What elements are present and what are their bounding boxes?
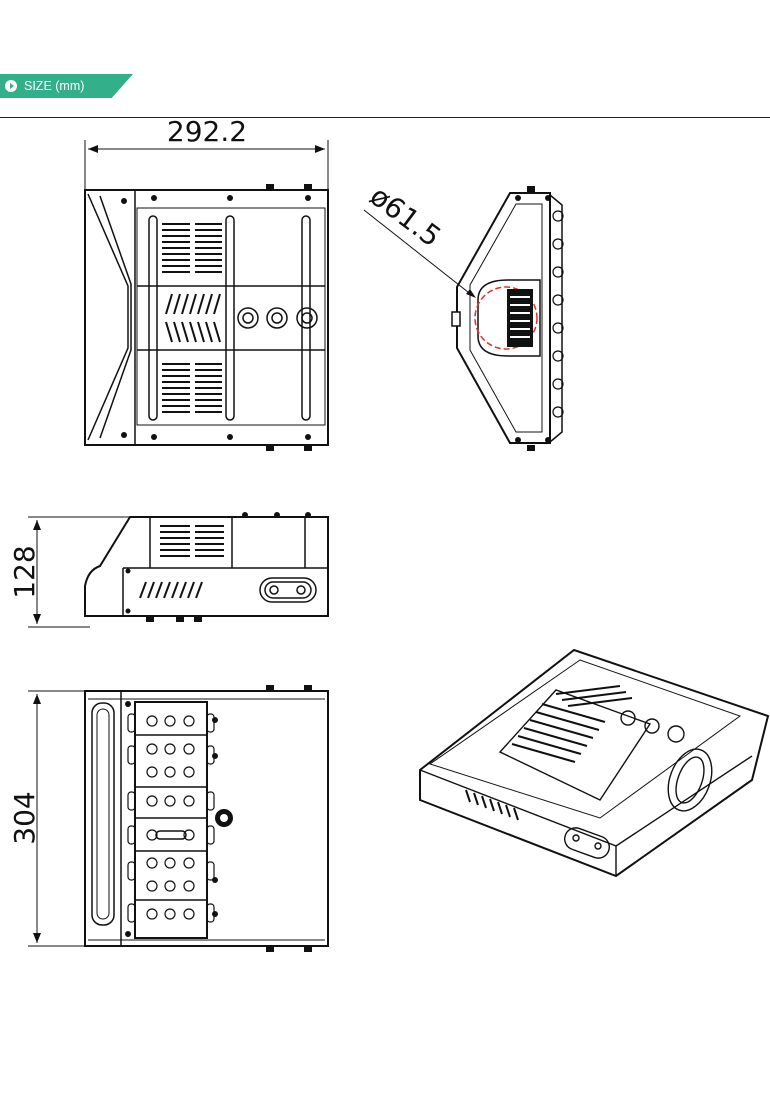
depth-dimension-label: 304 bbox=[8, 791, 41, 844]
top-view bbox=[84, 140, 329, 451]
width-dimension-label: 292.2 bbox=[167, 115, 247, 148]
bottom-view bbox=[28, 685, 329, 952]
section-banner: SIZE (mm) bbox=[0, 74, 133, 98]
play-circle-icon bbox=[5, 80, 17, 92]
isometric-view bbox=[419, 648, 770, 878]
header-divider bbox=[0, 117, 770, 118]
section-title: SIZE (mm) bbox=[24, 79, 85, 93]
end-view bbox=[363, 186, 564, 451]
side-view bbox=[28, 512, 329, 628]
height-dimension-label: 128 bbox=[8, 545, 41, 598]
